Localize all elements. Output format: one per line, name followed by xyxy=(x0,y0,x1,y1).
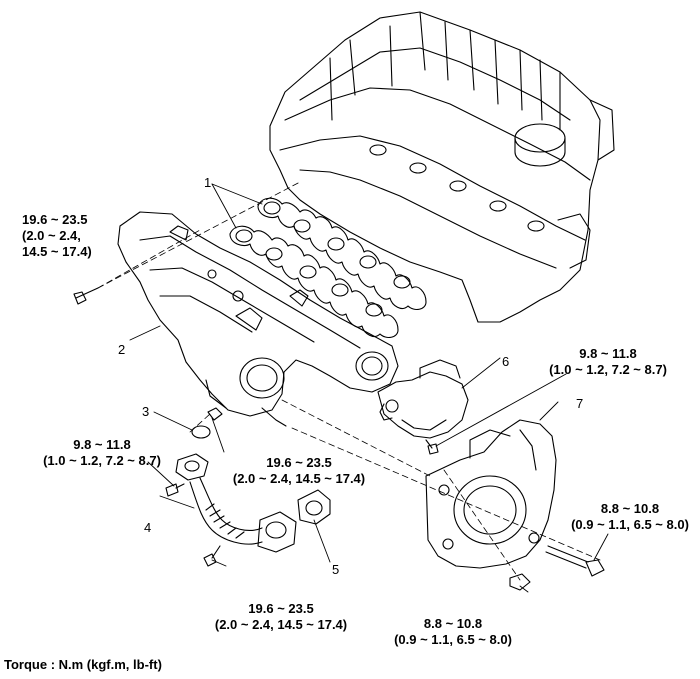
callout-4: 4 xyxy=(144,520,152,535)
torque-value: 9.8 ~ 11.8 xyxy=(73,437,131,452)
torque-pipe-bolt-left: 9.8 ~ 11.8 (1.0 ~ 1.2, 7.2 ~ 8.7) xyxy=(34,437,170,469)
leader-lines xyxy=(129,183,609,593)
alignment-lines xyxy=(97,181,601,581)
torque-throttle-bolt-right: 8.8 ~ 10.8 (0.9 ~ 1.1, 6.5 ~ 8.0) xyxy=(567,501,693,533)
egr-pipe xyxy=(175,453,297,553)
torque-value: 19.6 ~ 23.5 xyxy=(266,455,332,470)
torque-value: (2.0 ~ 2.4, 14.5 ~ 17.4) xyxy=(214,617,348,632)
pipe-bolt-lower xyxy=(203,545,221,567)
throttle-body xyxy=(425,419,557,569)
torque-value: (1.0 ~ 1.2, 7.2 ~ 8.7) xyxy=(43,453,161,468)
intake-manifold xyxy=(117,211,399,427)
manifold-bolt xyxy=(73,287,99,305)
torque-throttle-nut-lower: 8.8 ~ 10.8 (0.9 ~ 1.1, 6.5 ~ 8.0) xyxy=(388,616,518,648)
torque-pipe-nut-center: 19.6 ~ 23.5 (2.0 ~ 2.4, 14.5 ~ 17.4) xyxy=(224,455,374,487)
throttle-nut-lower xyxy=(509,573,531,591)
engine-block xyxy=(269,11,615,323)
torque-manifold-bolt: 19.6 ~ 23.5 (2.0 ~ 2.4, 14.5 ~ 17.4) xyxy=(22,212,92,260)
torque-value: 9.8 ~ 11.8 xyxy=(579,346,637,361)
o-ring xyxy=(191,425,211,439)
callout-7: 7 xyxy=(576,396,584,411)
actuator-bolt xyxy=(425,439,439,455)
torque-value: 14.5 ~ 17.4) xyxy=(22,244,92,259)
gasket-upper xyxy=(257,197,427,311)
pipe-bolt-left xyxy=(165,483,185,497)
throttle-gasket xyxy=(297,489,331,525)
callout-5: 5 xyxy=(332,562,340,577)
callout-1: 1 xyxy=(204,175,212,190)
torque-value: (1.0 ~ 1.2, 7.2 ~ 8.7) xyxy=(549,362,667,377)
intake-gaskets xyxy=(229,197,427,339)
torque-units-footer: Torque : N.m (kgf.m, lb-ft) xyxy=(4,657,162,672)
torque-value: 19.6 ~ 23.5 xyxy=(248,601,314,616)
torque-value: 8.8 ~ 10.8 xyxy=(600,501,660,516)
torque-pipe-bolt-lower: 19.6 ~ 23.5 (2.0 ~ 2.4, 14.5 ~ 17.4) xyxy=(206,601,356,633)
callout-6: 6 xyxy=(502,354,510,369)
torque-value: (2.0 ~ 2.4, xyxy=(22,228,81,243)
torque-value: (0.9 ~ 1.1, 6.5 ~ 8.0) xyxy=(394,632,512,647)
gasket-lower xyxy=(229,225,399,339)
torque-actuator-bolt: 9.8 ~ 11.8 (1.0 ~ 1.2, 7.2 ~ 8.7) xyxy=(540,346,676,378)
torque-value: 8.8 ~ 10.8 xyxy=(423,616,483,631)
torque-value: (2.0 ~ 2.4, 14.5 ~ 17.4) xyxy=(232,471,366,486)
callout-2: 2 xyxy=(118,342,126,357)
center-nut xyxy=(207,407,223,421)
torque-value: (0.9 ~ 1.1, 6.5 ~ 8.0) xyxy=(571,517,689,532)
egr-actuator xyxy=(377,359,469,439)
throttle-bolt-right xyxy=(545,545,605,577)
torque-value: 19.6 ~ 23.5 xyxy=(22,212,88,227)
callout-3: 3 xyxy=(142,404,150,419)
